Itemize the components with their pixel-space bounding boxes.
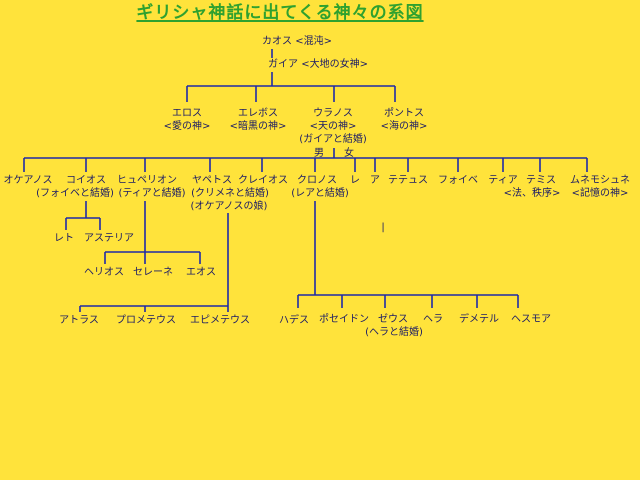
node-zeus: ゼウス: [378, 314, 408, 325]
node-kronos-note: (レアと結婚): [291, 188, 349, 199]
stray-mark: |: [381, 222, 385, 233]
node-chaos: カオス <混沌>: [262, 36, 332, 47]
node-themis-desc: <法、秩序>: [503, 188, 561, 199]
node-prometheus: プロメテウス: [116, 315, 176, 326]
male-label: 男: [314, 148, 324, 159]
node-erebos-desc: <暗黒の神>: [229, 121, 287, 132]
node-theia: ティア: [488, 175, 518, 186]
node-zeus-note: (ヘラと結婚): [365, 327, 423, 338]
node-themis: テミス: [526, 175, 556, 186]
node-gaia: ガイア <大地の女神>: [268, 59, 368, 70]
node-uranos-desc: <天の神>: [309, 121, 357, 132]
node-leto: レト: [54, 233, 74, 244]
node-iapetos-note: (クリメネと結婚): [191, 188, 269, 199]
node-phoibe: フォイベ: [438, 175, 478, 186]
node-koios-note: (フォイベと結婚): [36, 188, 114, 199]
node-atlas: アトラス: [59, 315, 99, 326]
node-hestia: ヘスモア: [511, 314, 551, 325]
node-uranos-note: (ガイアと結婚): [299, 134, 367, 145]
node-erebos-name: エレボス: [238, 108, 278, 119]
node-koios: コイオス: [66, 175, 106, 186]
node-hades: ハデス: [279, 315, 309, 326]
node-selene: セレーネ: [133, 267, 173, 278]
node-poseidon: ポセイドン: [319, 314, 369, 325]
node-pontos-desc: <海の神>: [380, 121, 428, 132]
female-label: 女: [344, 148, 354, 159]
node-okeanos: オケアノス: [3, 175, 53, 186]
node-iapetos-note2: (オケアノスの娘): [190, 201, 268, 212]
node-asteria: アステリア: [84, 233, 134, 244]
node-helios: ヘリオス: [84, 267, 124, 278]
node-iapetos: ヤペトス: [192, 175, 232, 186]
node-demeter: デメテル: [459, 314, 499, 325]
node-hera: ヘラ: [423, 314, 443, 325]
node-eros-desc: <愛の神>: [163, 121, 211, 132]
node-eos: エオス: [186, 267, 216, 278]
node-kreios: クレイオス: [238, 175, 288, 186]
node-epimetheus: エピメテウス: [190, 315, 250, 326]
node-pontos-name: ポントス: [384, 108, 424, 119]
node-rhea-part1: レ: [350, 175, 360, 186]
node-hyperion-note: (ティアと結婚): [118, 188, 186, 199]
node-mnemosyne: ムネモシュネ: [570, 175, 630, 186]
node-uranos-name: ウラノス: [313, 108, 353, 119]
node-tethys: テテュス: [388, 175, 428, 186]
node-hyperion: ヒュペリオン: [117, 175, 177, 186]
node-rhea-part2: ア: [370, 175, 380, 186]
node-eros-name: エロス: [172, 108, 202, 119]
diagram-title: ギリシャ神話に出てくる神々の系図: [136, 3, 424, 23]
node-kronos: クロノス: [297, 175, 337, 186]
node-mnemosyne-desc: <記憶の神>: [571, 188, 629, 199]
